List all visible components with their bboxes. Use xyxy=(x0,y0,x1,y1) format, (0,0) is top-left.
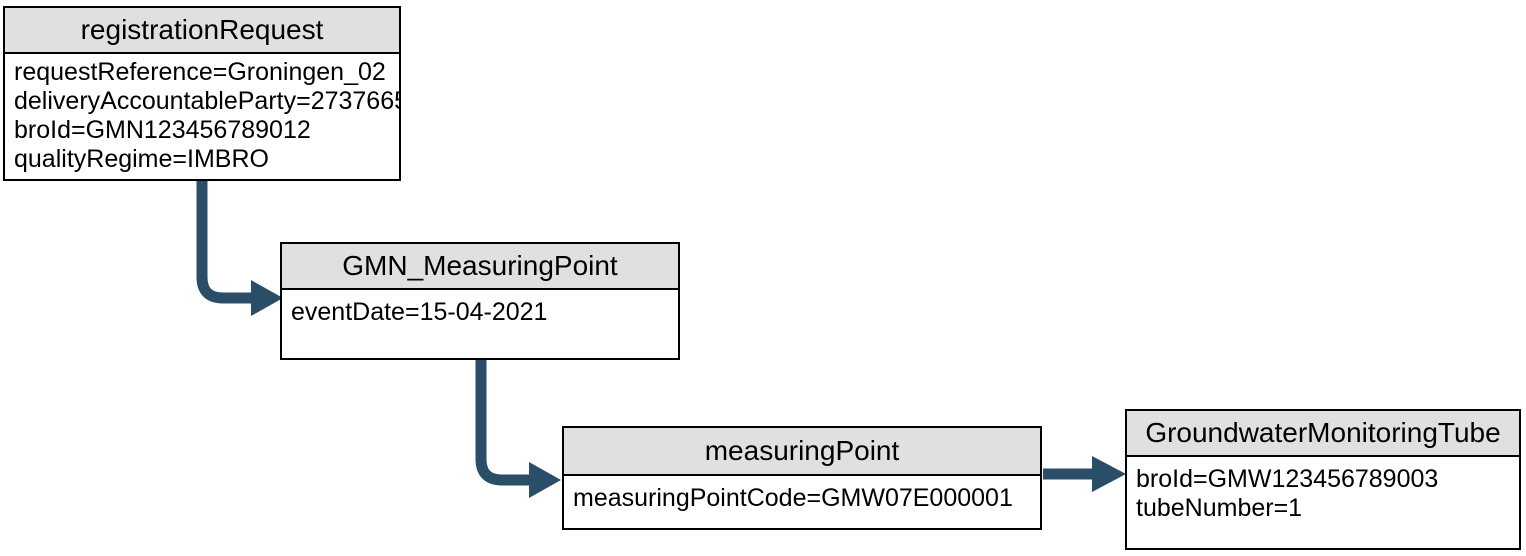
attribute-request-reference: requestReference=Groningen_02 xyxy=(14,58,386,86)
node-gmn-measuring-point-title: GMN_MeasuringPoint xyxy=(282,244,678,290)
node-groundwater-monitoring-tube-attributes: broId=GMW123456789003 tubeNumber=1 xyxy=(1127,457,1519,523)
attribute-delivery-accountable-party: deliveryAccountableParty=27376655 xyxy=(14,87,399,115)
arrow-GMN-MeasuringPoint-to-measuringPoint xyxy=(475,359,561,498)
arrow-registrationRequest-to-GMN-MeasuringPoint xyxy=(196,180,283,316)
arrow-measuringPoint-to-GroundwaterMonitoringTube xyxy=(1043,456,1126,492)
attribute-bro-id: broId=GMN123456789012 xyxy=(14,116,311,144)
attribute-measuring-point-code: measuringPointCode=GMW07E000001 xyxy=(573,484,1013,512)
node-registration-request: registrationRequest requestReference=Gro… xyxy=(3,6,401,181)
node-gmn-measuring-point-attributes: eventDate=15-04-2021 xyxy=(282,290,678,327)
attribute-tube-number: tubeNumber=1 xyxy=(1136,494,1303,522)
node-groundwater-monitoring-tube: GroundwaterMonitoringTube broId=GMW12345… xyxy=(1125,409,1521,550)
node-registration-request-attributes: requestReference=Groningen_02 deliveryAc… xyxy=(5,54,399,174)
node-measuring-point: measuringPoint measuringPointCode=GMW07E… xyxy=(562,426,1042,530)
attribute-tube-bro-id: broId=GMW123456789003 xyxy=(1136,465,1439,493)
node-registration-request-title: registrationRequest xyxy=(5,8,399,54)
node-gmn-measuring-point: GMN_MeasuringPoint eventDate=15-04-2021 xyxy=(280,242,680,360)
attribute-quality-regime: qualityRegime=IMBRO xyxy=(14,145,269,173)
node-measuring-point-title: measuringPoint xyxy=(564,428,1040,476)
attribute-event-date: eventDate=15-04-2021 xyxy=(291,298,548,326)
node-groundwater-monitoring-tube-title: GroundwaterMonitoringTube xyxy=(1127,411,1519,457)
node-measuring-point-attributes: measuringPointCode=GMW07E000001 xyxy=(564,476,1040,513)
